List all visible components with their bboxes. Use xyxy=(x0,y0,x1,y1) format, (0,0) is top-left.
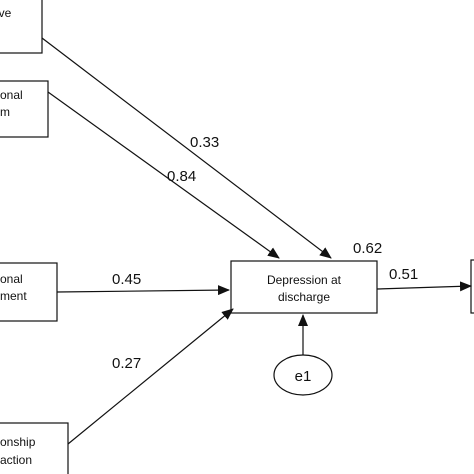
path-third-arrow xyxy=(56,285,230,296)
node-top-left: ive xyxy=(0,0,43,54)
node-bottom-left: onship action xyxy=(0,422,69,474)
node-depression-line-2: discharge xyxy=(278,290,330,304)
node-top-left-line-1: ive xyxy=(0,6,12,20)
node-second-left-line-2: m xyxy=(0,105,10,119)
node-bottom-left-line-1: onship xyxy=(0,435,36,449)
path-second-arrow xyxy=(47,91,280,259)
node-third-left-line-2: ment xyxy=(0,289,27,303)
coef-bottom: 0.27 xyxy=(112,355,141,372)
node-second-left: onal m xyxy=(0,80,49,138)
coef-second: 0.84 xyxy=(167,168,196,185)
coef-outcome: 0.51 xyxy=(389,266,418,283)
coef-third: 0.45 xyxy=(112,271,141,288)
coef-top: 0.33 xyxy=(190,134,219,151)
r-squared-label: 0.62 xyxy=(353,240,382,257)
path-bottom-arrow xyxy=(67,308,234,445)
node-depression-line-1: Depression at xyxy=(267,273,342,287)
node-third-left: onal ment xyxy=(0,262,58,322)
node-third-left-line-1: onal xyxy=(0,272,23,286)
node-error: e1 xyxy=(273,354,333,396)
path-outcome-arrow xyxy=(376,281,472,292)
node-bottom-left-line-2: action xyxy=(0,453,32,467)
node-second-left-line-1: onal xyxy=(0,88,23,102)
node-depression: Depression at discharge xyxy=(230,260,378,314)
node-error-label: e1 xyxy=(295,368,312,385)
path-top-arrow xyxy=(41,37,332,259)
